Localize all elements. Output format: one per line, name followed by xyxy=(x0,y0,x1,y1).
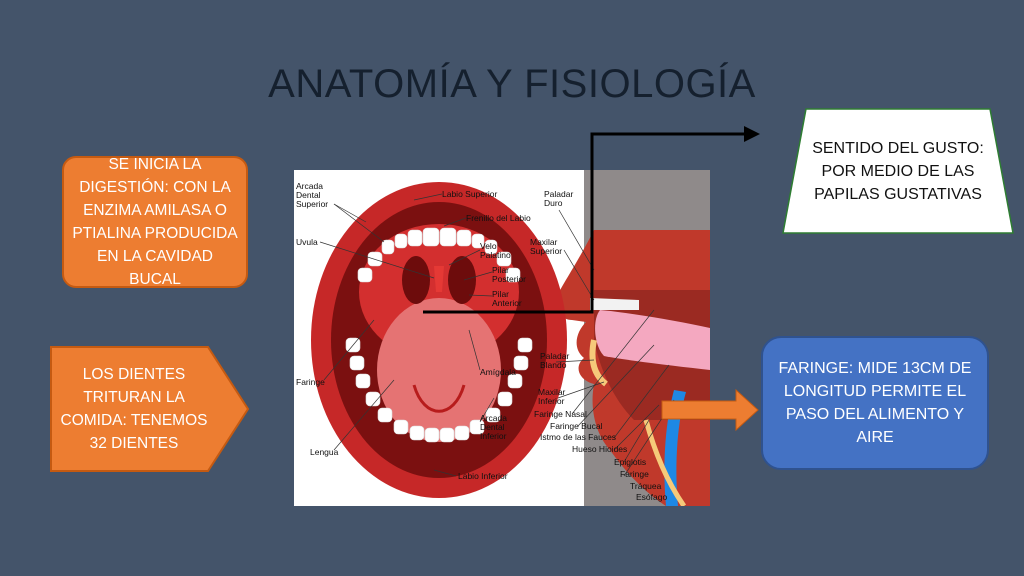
digestion-callout-text: SE INICIA LA DIGESTIÓN: CON LA ENZIMA AM… xyxy=(72,156,238,288)
label-frenillo-labio: Frenillo del Labio xyxy=(466,213,531,223)
upper-teeth-section xyxy=(590,298,639,310)
label-paladar-duro: Paladar Duro xyxy=(544,189,574,208)
label-arcada-dental-superior: Arcada Dental Superior xyxy=(296,181,329,209)
taste-callout-box: SENTIDO DEL GUSTO: POR MEDIO DE LAS PAPI… xyxy=(782,108,1014,234)
slide-title: ANATOMÍA Y FISIOLOGÍA xyxy=(268,62,756,106)
label-epiglotis: Epiglotis xyxy=(614,457,647,467)
label-esofago: Esófago xyxy=(636,492,668,502)
jaw-bone-section xyxy=(589,339,608,387)
pharynx-callout-box: FARINGE: MIDE 13CM DE LONGITUD PERMITE E… xyxy=(761,336,989,470)
tongue-section xyxy=(595,310,710,370)
label-faringe-bucal: Faringe Bucal xyxy=(550,421,603,431)
label-maxilar-inferior: Maxilar Inferior xyxy=(538,387,566,406)
lower-teeth xyxy=(345,337,533,443)
label-velo-palatino: Velo Palatino xyxy=(480,241,511,260)
label-uvula: Uvula xyxy=(296,237,318,247)
label-traquea: Tráquea xyxy=(630,481,662,491)
taste-callout-text: SENTIDO DEL GUSTO: POR MEDIO DE LAS PAPI… xyxy=(812,139,984,203)
tongue-groove xyxy=(412,384,466,413)
teeth-callout-text: LOS DIENTES TRITURAN LA COMIDA: TENEMOS … xyxy=(60,366,208,452)
trapezoid-shape xyxy=(782,108,1014,234)
label-labio-superior: Labio Superior xyxy=(442,189,498,199)
label-pilar-posterior: Pilar Posterior xyxy=(492,265,527,284)
trachea-section xyxy=(643,419,687,508)
digestion-callout-box: SE INICIA LA DIGESTIÓN: CON LA ENZIMA AM… xyxy=(62,156,248,288)
label-arcada-dental-inferior: Arcada Dental Inferior xyxy=(480,413,507,441)
label-pilar-anterior: Pilar Anterior xyxy=(492,289,522,308)
label-maxilar-superior: Maxilar Superior xyxy=(530,237,563,256)
label-lengua: Lengua xyxy=(310,447,339,457)
label-paladar-blando: Paladar Blando xyxy=(540,351,570,370)
label-amigdala: Amígdala xyxy=(480,367,516,377)
label-faringe-section: Faringe xyxy=(620,469,649,479)
teeth-callout-arrow-box: LOS DIENTES TRITURAN LA COMIDA: TENEMOS … xyxy=(50,346,250,472)
left-tonsil-area xyxy=(402,256,430,304)
label-istmo-fauces: Istmo de las Fauces xyxy=(540,432,617,442)
pharynx-callout-text: FARINGE: MIDE 13CM DE LONGITUD PERMITE E… xyxy=(778,360,972,446)
label-labio-inferior: Labio Inferior xyxy=(458,471,508,481)
label-faringe-nasal: Faringe Nasal xyxy=(534,409,587,419)
mouth-anatomy-figure: Arcada Dental Superior Labio Superior Fr… xyxy=(294,170,710,508)
pentagon-arrow-shape xyxy=(50,346,250,472)
label-hueso-hioides: Hueso Hioides xyxy=(572,444,628,454)
label-faringe-front: Faringe xyxy=(296,377,325,387)
